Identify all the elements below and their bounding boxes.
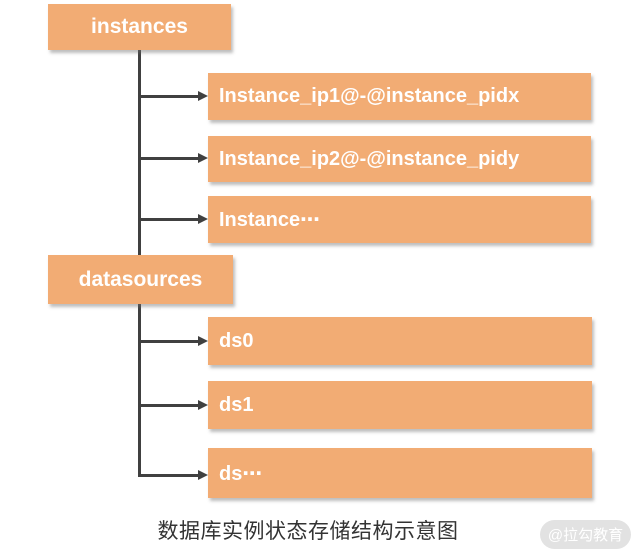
arrowhead-icon (198, 400, 208, 410)
node-ds-more-label: ds⋯ (219, 462, 263, 485)
diagram-caption: 数据库实例状态存储结构示意图 (157, 520, 459, 543)
arrow-connector-ds-2 (139, 400, 208, 410)
node-instance-more-label: Instance⋯ (219, 209, 321, 231)
node-ds0-label: ds0 (219, 329, 254, 352)
node-datasources-label: datasources (78, 267, 203, 291)
arrowhead-icon (198, 336, 208, 346)
node-instance-ip2-label: Instance_ip2@-@instance_pidy (219, 147, 520, 170)
node-datasources: datasources (48, 255, 233, 304)
node-ds1-label: ds1 (219, 393, 254, 416)
node-instances: instances (48, 4, 231, 50)
arrow-connector-instance-1 (139, 91, 208, 101)
node-instance-ip1: Instance_ip1@-@instance_pidx (208, 73, 591, 120)
node-instances-label: instances (91, 15, 188, 38)
arrowhead-icon (198, 470, 208, 480)
node-instance-ip2: Instance_ip2@-@instance_pidy (208, 136, 591, 182)
node-ds-more: ds⋯ (208, 448, 592, 498)
node-instance-ip1-label: Instance_ip1@-@instance_pidx (219, 85, 520, 107)
arrow-connector-instance-3 (139, 214, 208, 224)
watermark-label: @拉勾教育 (547, 527, 624, 544)
arrow-connector-ds-3 (139, 470, 208, 480)
arrowhead-icon (198, 214, 208, 224)
watermark-badge: @拉勾教育 (540, 520, 631, 549)
node-instance-more: Instance⋯ (208, 196, 591, 243)
arrow-connector-instance-2 (139, 153, 208, 163)
node-ds1: ds1 (208, 381, 592, 429)
arrow-connector-ds-1 (139, 336, 208, 346)
arrowhead-icon (198, 91, 208, 101)
arrowhead-icon (198, 153, 208, 163)
node-ds0: ds0 (208, 317, 592, 365)
